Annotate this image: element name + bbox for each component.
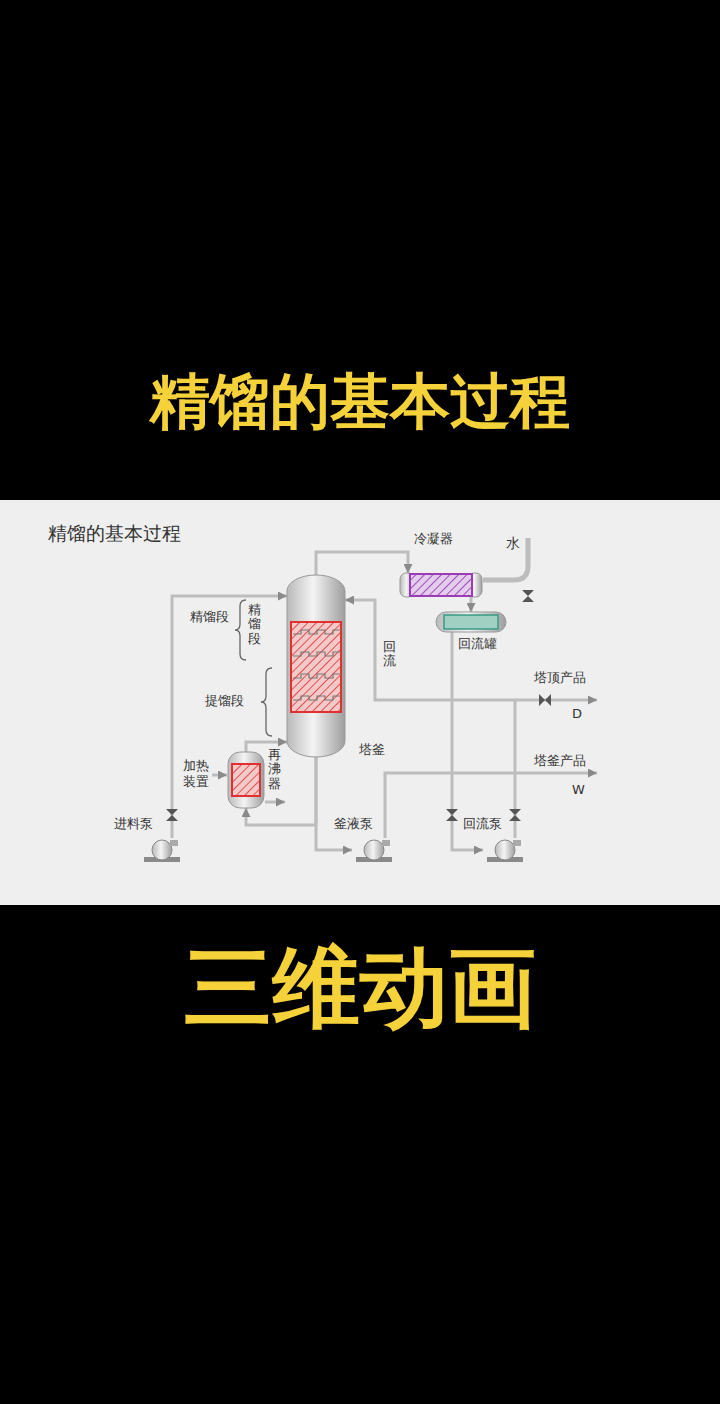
drum-shell	[436, 612, 506, 632]
pipes	[212, 538, 597, 838]
tray	[293, 652, 341, 656]
tray	[293, 674, 341, 678]
distillation-column: 塔釜	[287, 575, 345, 757]
valve-group	[166, 590, 551, 821]
pipe-connector	[316, 552, 408, 575]
valve	[509, 809, 521, 821]
section-label: 精馏段	[190, 609, 229, 625]
column-shell	[287, 575, 345, 757]
edge-label: 回流	[383, 640, 396, 669]
valve	[522, 590, 534, 602]
shape-outline	[352, 838, 396, 862]
stream-symbol: W	[572, 782, 585, 798]
section-label: 提馏段	[205, 693, 244, 709]
shape-outline	[436, 612, 506, 632]
shape-outline	[140, 838, 184, 862]
reflux-drum: 回流罐	[436, 612, 506, 632]
reboiler-out-arrow	[265, 801, 285, 804]
equipment-label: 回流泵	[463, 816, 502, 832]
water-label: 水	[506, 535, 520, 552]
shape-outline	[400, 573, 482, 597]
pump-outlet	[382, 840, 390, 846]
brace	[235, 600, 246, 660]
tray	[293, 696, 341, 700]
tray	[293, 630, 341, 634]
heat-arrow	[212, 774, 227, 777]
panel	[0, 500, 720, 905]
section-braces	[235, 600, 272, 736]
stream-symbol: D	[572, 706, 582, 722]
pump: 回流泵	[483, 838, 527, 862]
distillate-line	[515, 699, 597, 702]
shape-outline	[228, 752, 264, 808]
section-label: 精馏段	[248, 603, 261, 646]
product-label: 塔顶产品	[534, 670, 586, 686]
tray-section	[291, 622, 341, 712]
pipe-connector	[316, 757, 352, 850]
equipment-label: 釜液泵	[334, 816, 373, 832]
pump: 釜液泵	[352, 838, 396, 862]
shape-outline	[483, 838, 527, 862]
pump-casing	[152, 840, 172, 860]
equipment-label: 回流罐	[458, 636, 497, 652]
bottoms-line	[385, 773, 597, 838]
water-pipe	[483, 538, 528, 580]
tube-bundle	[410, 574, 472, 596]
heater-label: 加热装置	[183, 758, 209, 789]
reboiler: 再沸器	[228, 752, 264, 808]
main-title: 精馏的基本过程	[0, 365, 720, 437]
condenser: 冷凝器	[400, 573, 482, 597]
product-label: 塔釜产品	[534, 753, 586, 769]
pump-casing	[364, 840, 384, 860]
reboiler-shell	[228, 752, 264, 808]
equipment-label: 塔釜	[359, 742, 385, 758]
equipment-label: 进料泵	[114, 816, 153, 832]
brace	[261, 668, 272, 736]
pipe-connector	[470, 597, 473, 612]
heating-coil	[232, 764, 260, 796]
pump-outlet	[513, 840, 521, 846]
liquid	[444, 615, 498, 629]
pipe-connector	[345, 600, 515, 838]
panel-title: 精馏的基本过程	[48, 522, 181, 545]
valve	[166, 809, 178, 821]
valve	[446, 809, 458, 821]
shape-outline	[287, 575, 345, 757]
pump-outlet	[170, 840, 178, 846]
equipment-label: 再沸器	[268, 748, 281, 791]
pump: 进料泵	[140, 838, 184, 862]
pump-casing	[495, 840, 515, 860]
valve	[539, 694, 551, 706]
equipment-label: 冷凝器	[414, 531, 453, 547]
subtitle: 三维动画	[0, 935, 720, 1041]
pipe-connector	[172, 596, 287, 838]
